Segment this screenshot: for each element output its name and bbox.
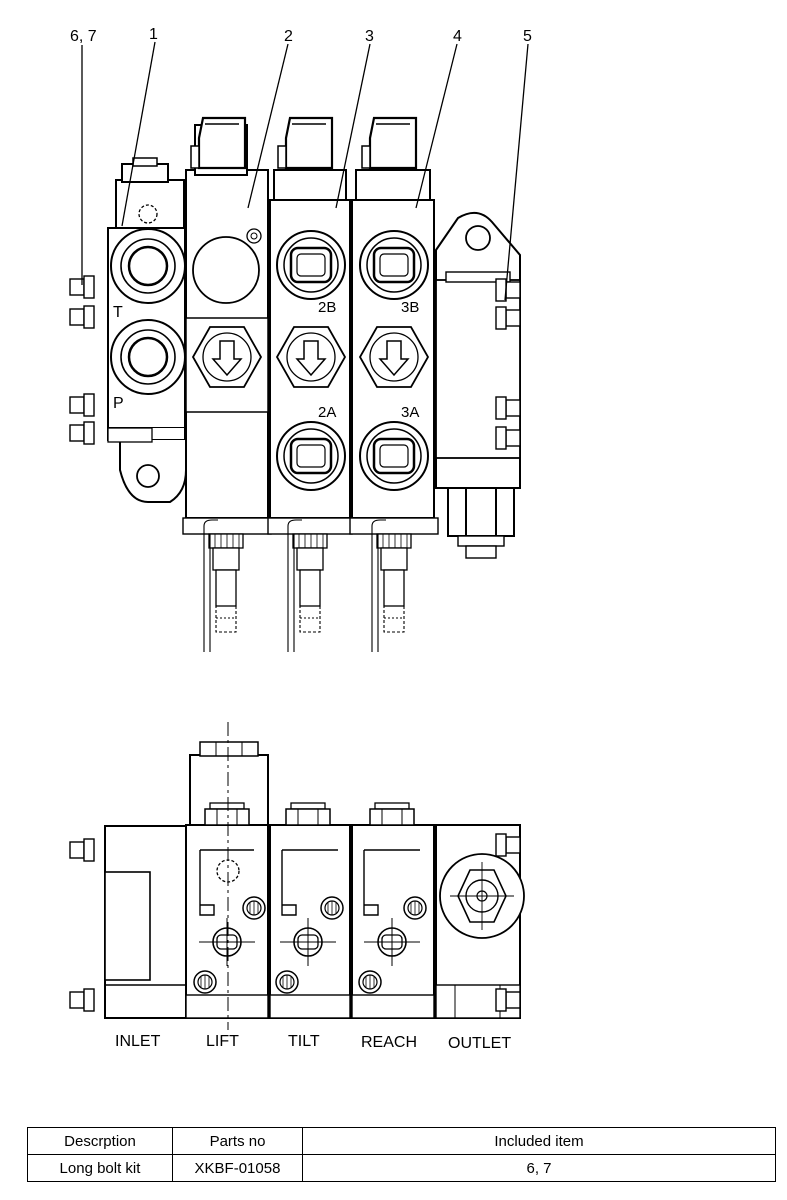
section-label-lift: LIFT xyxy=(206,1033,239,1050)
header-included-item: Included item xyxy=(302,1127,776,1155)
cell-description: Long bolt kit xyxy=(27,1154,173,1182)
table-header-row: Descrption Parts no Included item xyxy=(27,1127,776,1155)
header-description: Descrption xyxy=(27,1127,173,1155)
cell-parts-no: XKBF-01058 xyxy=(172,1154,303,1182)
port-label-3b: 3B xyxy=(401,299,419,316)
table-row: Long bolt kit XKBF-01058 6, 7 xyxy=(27,1154,776,1182)
port-label-3a: 3A xyxy=(401,404,419,421)
front-view xyxy=(69,41,529,653)
callout-5: 5 xyxy=(523,28,532,45)
port-label-2b: 2B xyxy=(318,299,336,316)
section-label-tilt: TILT xyxy=(288,1033,320,1050)
callout-6-7: 6, 7 xyxy=(70,28,97,45)
section-label-inlet: INLET xyxy=(115,1033,161,1050)
cell-included-item: 6, 7 xyxy=(302,1154,776,1182)
port-label-2a: 2A xyxy=(318,404,336,421)
callout-2: 2 xyxy=(284,28,293,45)
port-label-p: P xyxy=(113,395,124,412)
callout-4: 4 xyxy=(453,28,462,45)
section-label-reach: REACH xyxy=(361,1034,417,1051)
callout-1: 1 xyxy=(149,26,158,43)
port-label-t: T xyxy=(113,304,123,321)
section-label-outlet: OUTLET xyxy=(448,1035,511,1052)
valve-assembly-drawing: 6, 7 1 2 3 4 5 T P 2B 3B 2A 3A xyxy=(69,26,532,1052)
parts-table: Descrption Parts no Included item Long b… xyxy=(27,1127,776,1182)
side-view xyxy=(69,722,525,1030)
header-parts-no: Parts no xyxy=(172,1127,303,1155)
callout-3: 3 xyxy=(365,28,374,45)
